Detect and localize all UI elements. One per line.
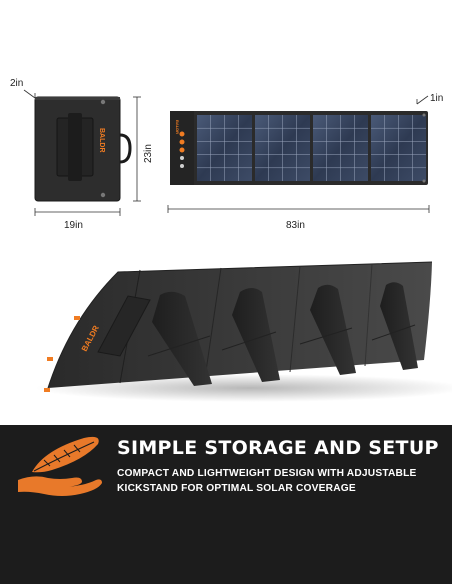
unfolded-width-dimension xyxy=(167,205,430,213)
kickstand-4 xyxy=(371,282,418,370)
kickstand-2 xyxy=(221,288,280,382)
dim-folded-width: 19in xyxy=(64,220,83,231)
folded-panel: BALDR xyxy=(23,89,132,202)
folded-logo: BALDR xyxy=(98,128,105,153)
product-illustration: BALDR 2in 23in 19in BALDR xyxy=(10,78,452,402)
banner-subtitle-line-2: KICKSTAND FOR OPTIMAL SOLAR COVERAGE xyxy=(117,483,356,494)
dim-thickness-right: 1in xyxy=(430,93,443,104)
unfolded-logo: BALDR xyxy=(175,120,180,134)
banner-title: SIMPLE STORAGE AND SETUP xyxy=(117,437,439,459)
product-image-area: BALDR 2in 23in 19in BALDR xyxy=(10,78,452,402)
hand-feather-icon xyxy=(18,436,102,496)
dim-unfolded-width: 83in xyxy=(286,220,305,231)
deployed-panel: BALDR xyxy=(35,261,452,402)
kickstand-1 xyxy=(147,291,212,386)
banner-subtitle-line-1: COMPACT AND LIGHTWEIGHT DESIGN WITH ADJU… xyxy=(117,468,417,479)
banner-subtitle: COMPACT AND LIGHTWEIGHT DESIGN WITH ADJU… xyxy=(117,466,447,496)
kickstand-3 xyxy=(299,284,356,375)
folded-width-dimension xyxy=(34,208,121,216)
dim-height: 23in xyxy=(143,144,154,163)
unfolded-panel: BALDR xyxy=(170,111,428,185)
dim-thickness-left: 2in xyxy=(10,78,23,89)
height-dimension xyxy=(133,96,141,202)
